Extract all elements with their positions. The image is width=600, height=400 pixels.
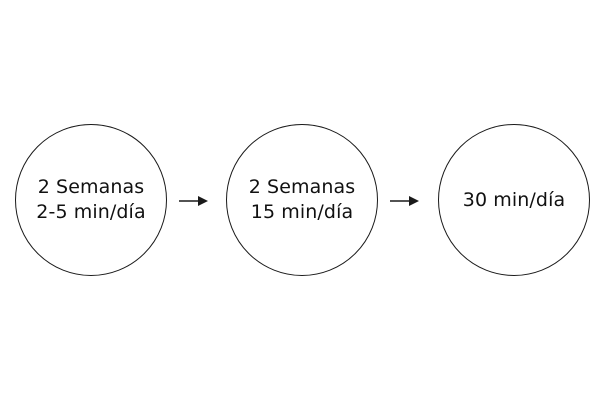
step-1-duration: 2 Semanas — [37, 176, 145, 198]
step-3-daily-time: 30 min/día — [462, 188, 566, 211]
arrow-right-icon — [390, 196, 419, 206]
step-circle-1: 2 Semanas 2-5 min/día — [15, 124, 167, 276]
step-2-duration: 2 Semanas — [248, 176, 356, 198]
arrow-right-icon — [179, 196, 208, 206]
step-2-daily-time: 15 min/día — [250, 201, 354, 223]
step-circle-2: 2 Semanas 15 min/día — [226, 124, 378, 276]
step-circle-3: 30 min/día — [438, 124, 590, 276]
step-1-daily-time: 2-5 min/día — [36, 201, 146, 223]
